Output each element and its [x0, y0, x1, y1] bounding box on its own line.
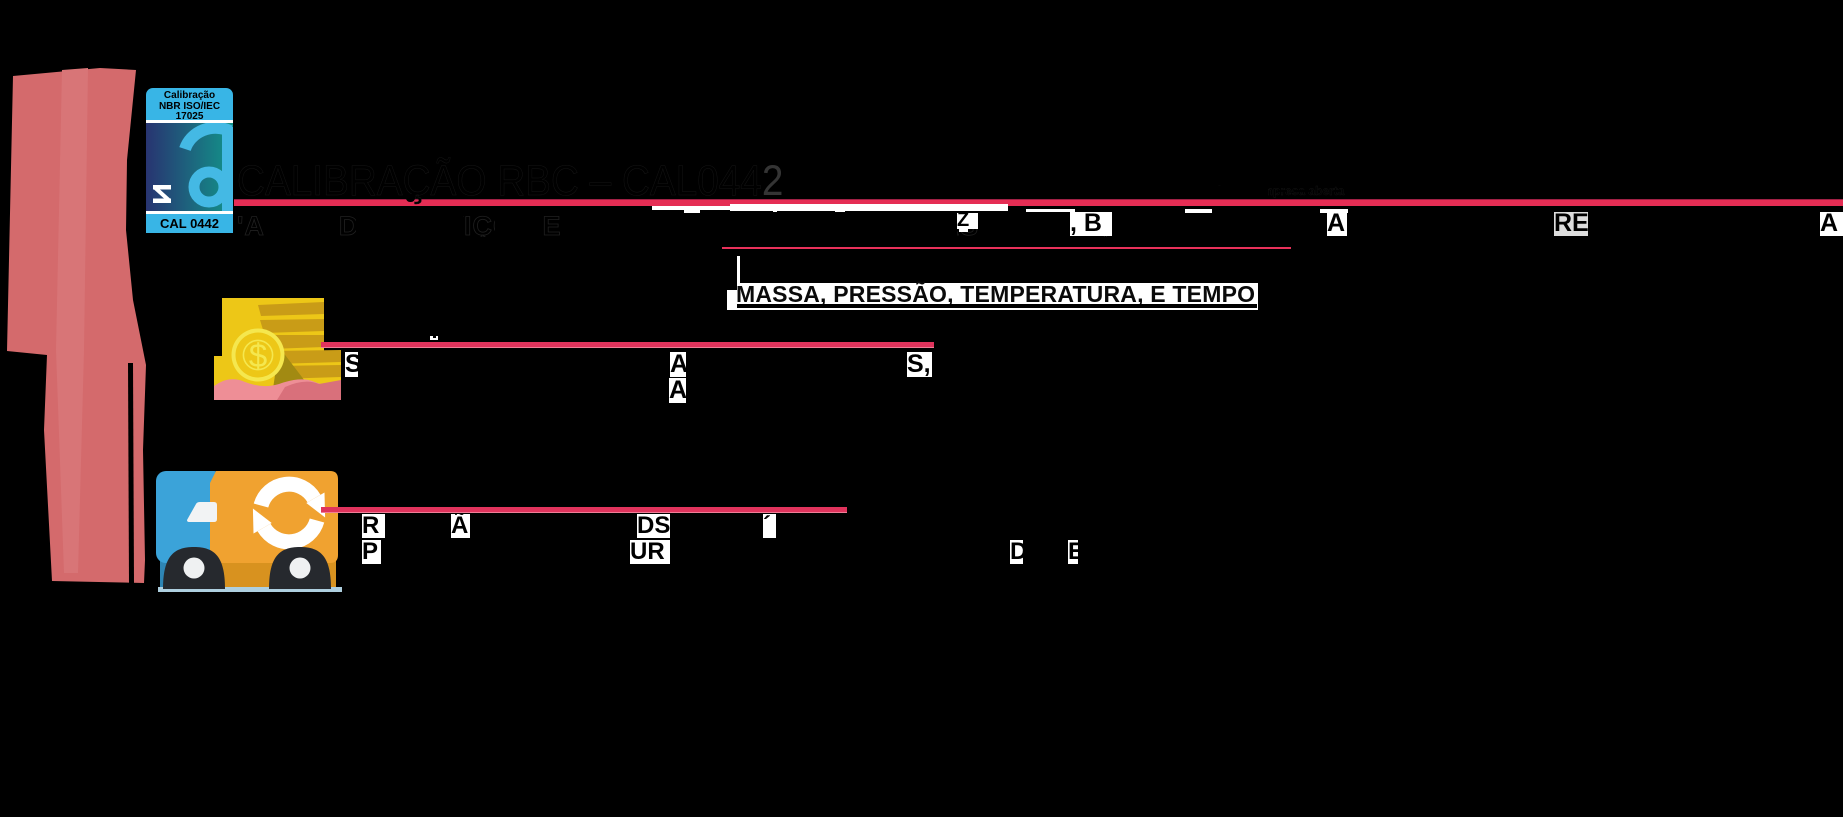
svg-text:$: $: [249, 337, 267, 374]
